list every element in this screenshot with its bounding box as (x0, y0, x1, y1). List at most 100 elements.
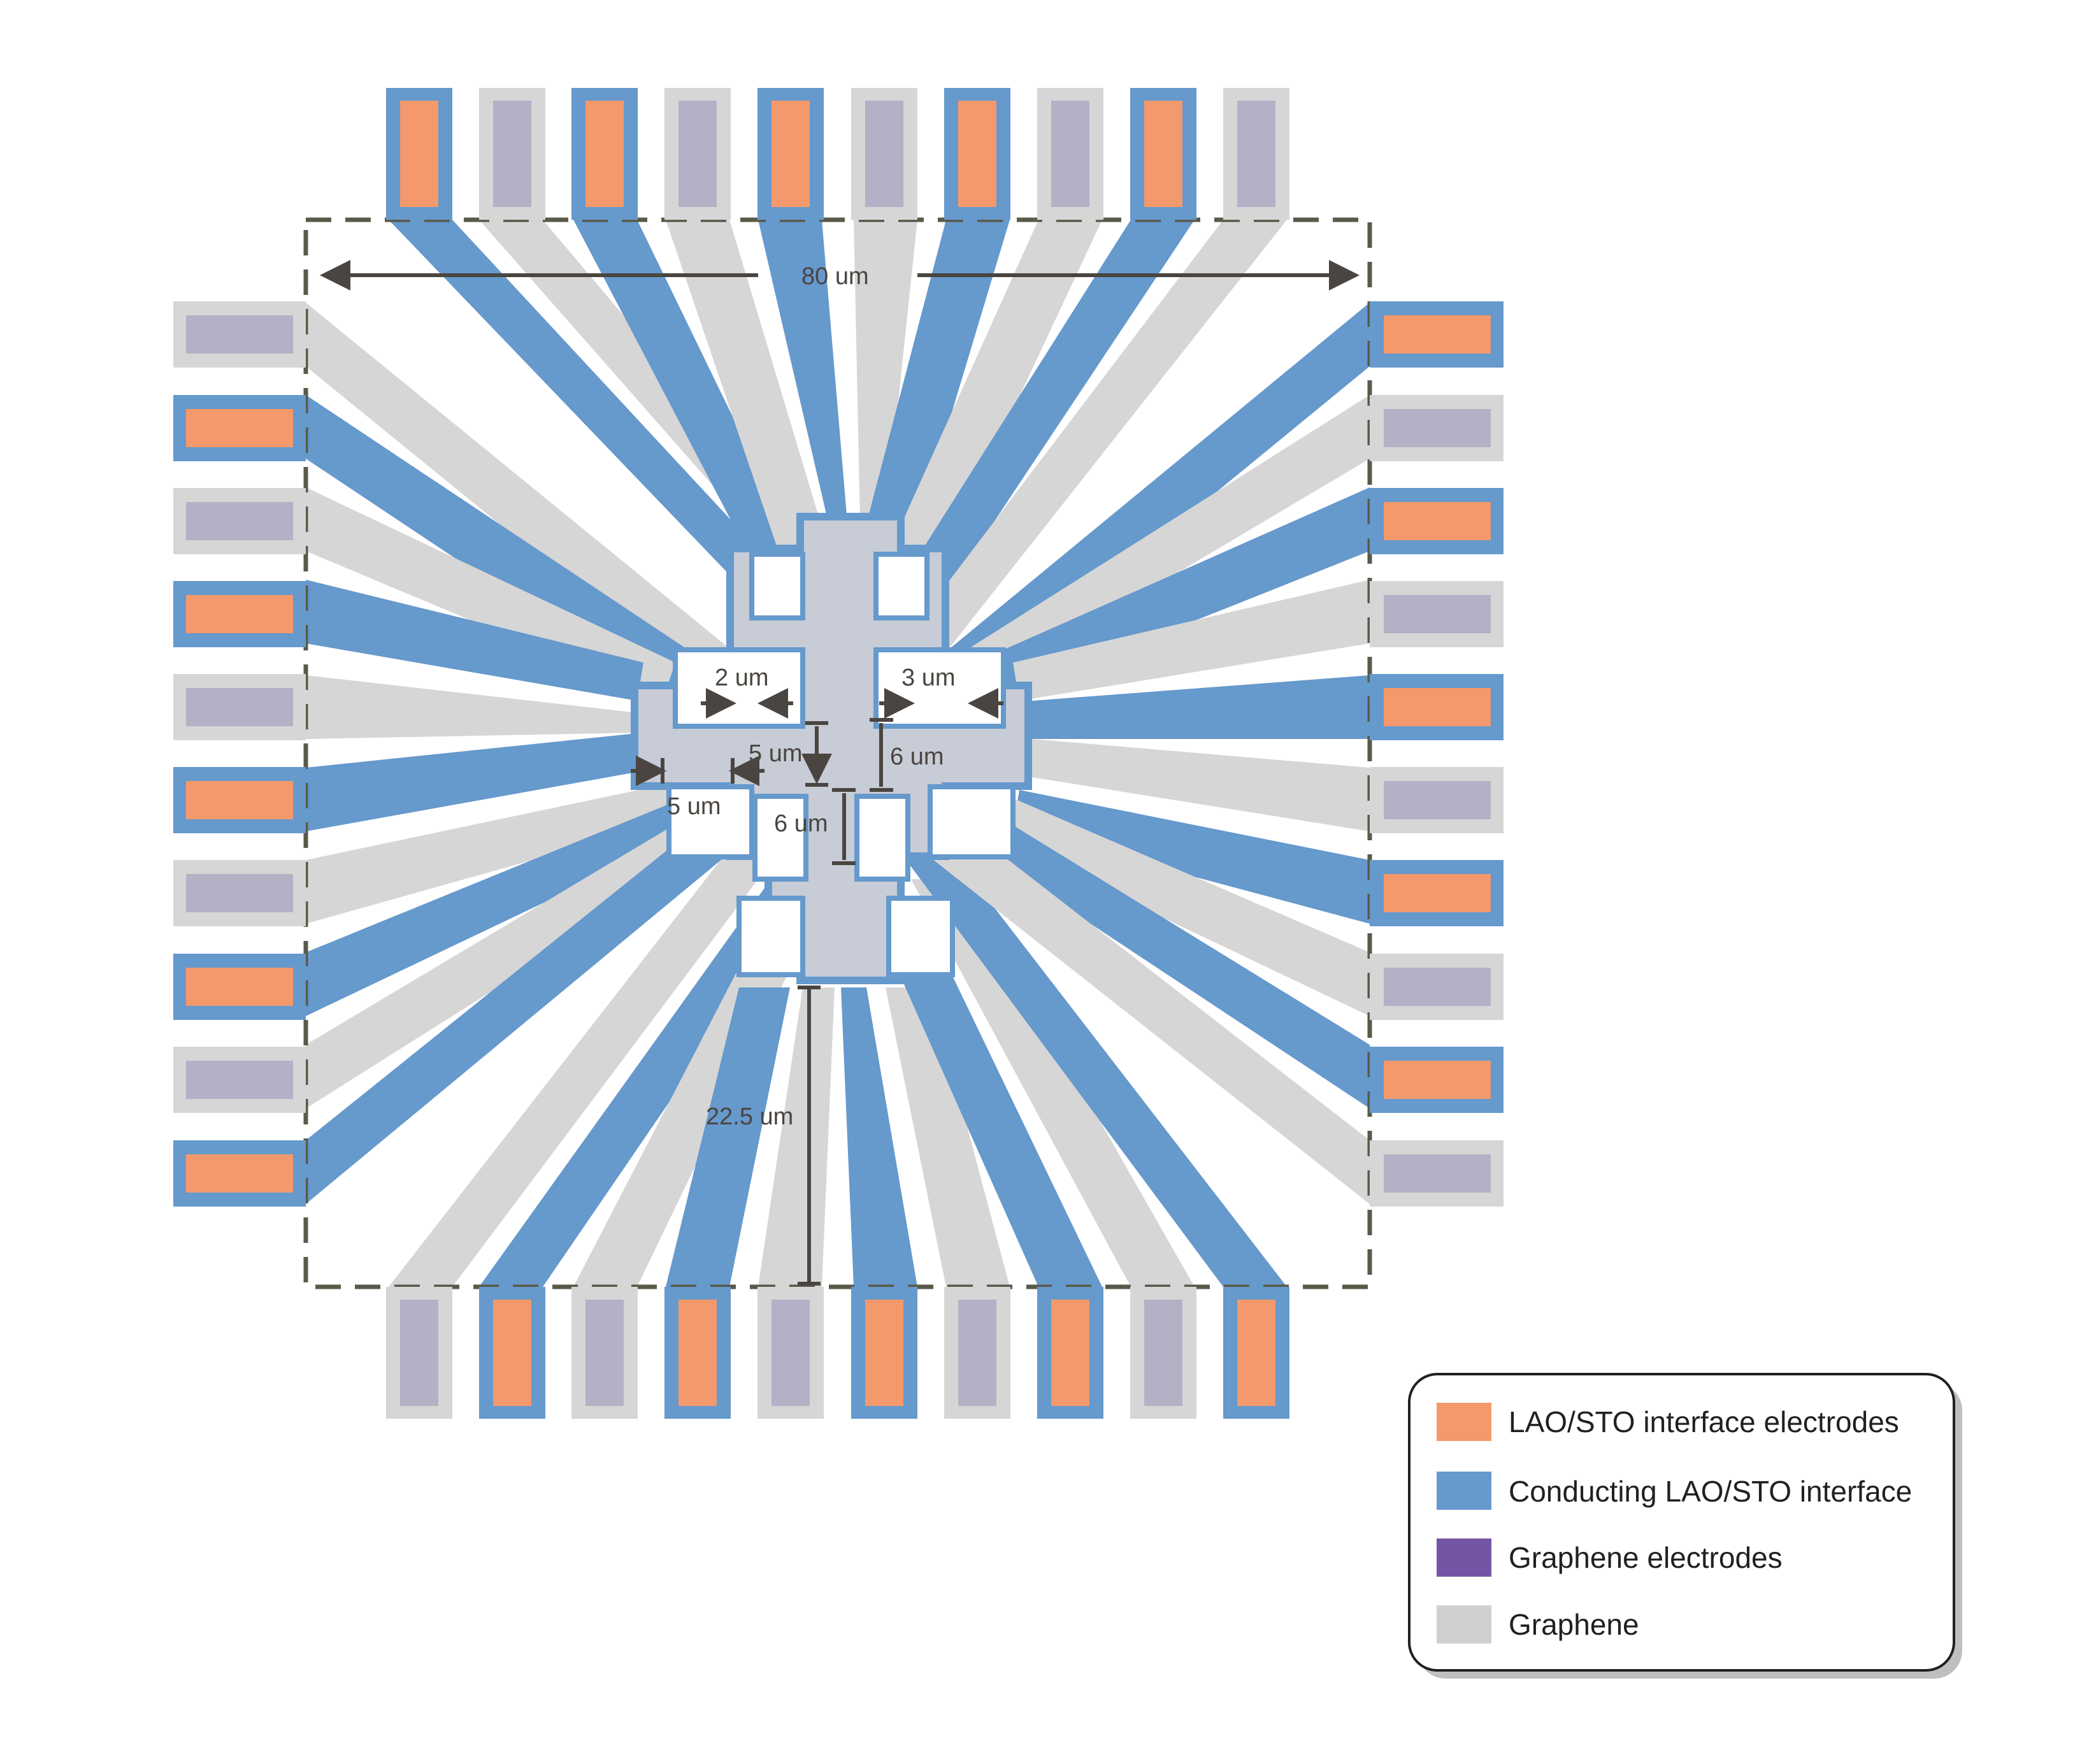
bottom-pad-6-electrode (865, 1300, 903, 1406)
right-lead-5 (1032, 675, 1370, 739)
notch-bottom-left (736, 896, 805, 977)
right-lead-6 (1032, 739, 1370, 831)
right-pad-6-electrode (1384, 781, 1491, 819)
right-lead-4 (1013, 580, 1370, 701)
bottom-pad-2-electrode (493, 1300, 531, 1406)
right-lead-3 (975, 487, 1370, 701)
left-lead-8 (306, 796, 714, 1016)
right-lead-8 (975, 790, 1370, 1016)
legend-swatch-conducting (1437, 1472, 1491, 1510)
notch-mid-right (928, 784, 1016, 859)
dim-80um-label: 80 um (801, 263, 869, 290)
dim-5um-lower-label: 5 um (667, 793, 721, 820)
bottom-pad-5-electrode (772, 1300, 810, 1406)
bottom-pad-4-electrode (678, 1300, 717, 1406)
legend-label-graphene: Graphene (1509, 1608, 1639, 1641)
left-pad-10-electrode (186, 1154, 293, 1193)
left-lead-1 (306, 303, 739, 688)
top-pad-10-electrode (1237, 101, 1275, 207)
legend-label-conducting: Conducting LAO/STO interface (1509, 1475, 1912, 1508)
dashed-boundary (303, 217, 1372, 1289)
bottom-lead-10 (892, 841, 1287, 1287)
top-lead-5 (758, 220, 847, 522)
notch-lower-right (854, 794, 910, 882)
right-pad-5-electrode (1384, 688, 1491, 726)
left-lead-5 (306, 675, 643, 739)
bottom-pad-8-electrode (1051, 1300, 1089, 1406)
bottom-lead-4 (666, 987, 790, 1287)
bottom-lead-6 (841, 987, 917, 1287)
top-lead-3 (573, 220, 796, 548)
right-pads (1370, 301, 1504, 1207)
left-pad-3-electrode (186, 502, 293, 540)
top-pad-1-electrode (400, 101, 438, 207)
notch-top-left (749, 552, 805, 620)
left-pad-7-electrode (186, 874, 293, 912)
legend-box (1408, 1373, 1955, 1672)
right-pad-10-electrode (1384, 1154, 1491, 1193)
legend: LAO/STO interface electrodes Conducting … (1408, 1373, 1962, 1679)
left-lead-7 (306, 784, 669, 924)
notch-bottom-right (886, 896, 955, 977)
right-pad-4-electrode (1384, 595, 1491, 633)
dim-3um-label: 3 um (901, 664, 955, 691)
notch-top-right (873, 552, 930, 620)
left-pad-9-electrode (186, 1061, 293, 1099)
top-pad-4-electrode (678, 101, 717, 207)
top-pad-6-electrode (865, 101, 903, 207)
right-pad-1-electrode (1384, 315, 1491, 354)
legend-label-lao-electrodes: LAO/STO interface electrodes (1509, 1405, 1899, 1438)
legend-label-graphene-electrodes: Graphene electrodes (1509, 1541, 1783, 1574)
dimension-annotations (320, 260, 1360, 1286)
top-pad-5-electrode (772, 101, 810, 207)
left-pad-1-electrode (186, 315, 293, 354)
bottom-pad-9-electrode (1144, 1300, 1182, 1406)
bottom-pads (386, 1287, 1289, 1419)
right-pad-3-electrode (1384, 502, 1491, 540)
top-pads (386, 88, 1289, 220)
right-lead-9 (937, 790, 1370, 1108)
dim-2um-label: 2 um (715, 664, 768, 691)
left-pad-2-electrode (186, 409, 293, 447)
bottom-pad-3-electrode (585, 1300, 624, 1406)
left-pad-6-electrode (186, 781, 293, 819)
legend-swatch-graphene-electrodes (1437, 1538, 1491, 1577)
left-pad-8-electrode (186, 968, 293, 1006)
notch-lower-left (752, 794, 808, 882)
bottom-lead-5 (758, 987, 835, 1287)
left-lead-4 (306, 580, 643, 701)
left-lead-6 (306, 733, 643, 831)
top-lead-7 (860, 220, 1010, 548)
central-hallbar (631, 513, 1032, 984)
right-pad-2-electrode (1384, 409, 1491, 447)
right-lead-1 (917, 303, 1370, 701)
right-pad-7-electrode (1384, 874, 1491, 912)
right-pad-8-electrode (1384, 968, 1491, 1006)
dim-6um-right-label: 6 um (890, 743, 944, 770)
bottom-lead-7 (886, 987, 1010, 1287)
top-lead-6 (854, 220, 917, 522)
legend-swatch-lao-electrodes (1437, 1403, 1491, 1441)
top-lead-10 (892, 220, 1287, 656)
hallbar-graphene (638, 520, 1024, 977)
top-lead-1 (389, 220, 822, 618)
bottom-lead-8 (886, 943, 1102, 1287)
top-pad-2-electrode (493, 101, 531, 207)
left-pads (173, 301, 306, 1207)
bottom-pad-10-electrode (1237, 1300, 1275, 1406)
top-lead-4 (666, 220, 828, 548)
bottom-pad-7-electrode (958, 1300, 996, 1406)
left-pad-4-electrode (186, 595, 293, 633)
top-pad-7-electrode (958, 101, 996, 207)
left-lead-3 (306, 487, 675, 701)
dim-6um-center-label: 6 um (774, 810, 828, 837)
dim-5um-label: 5 um (749, 740, 802, 767)
left-lead-9 (306, 809, 720, 1108)
bottom-pad-1-electrode (400, 1300, 438, 1406)
top-lead-9 (879, 220, 1195, 618)
right-lead-10 (917, 809, 1370, 1204)
top-pad-8-electrode (1051, 101, 1089, 207)
bottom-lead-9 (911, 879, 1195, 1287)
left-pad-5-electrode (186, 688, 293, 726)
